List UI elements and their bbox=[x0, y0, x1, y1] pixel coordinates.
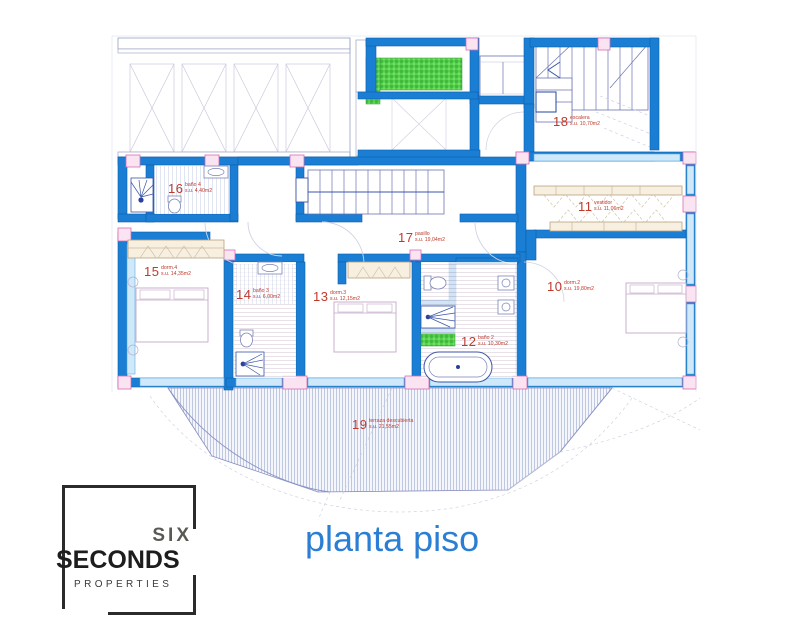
room-area-13: s.u. 12,15m2 bbox=[329, 295, 360, 302]
room-name-17: pasillo bbox=[414, 231, 430, 237]
room-number-19: 19 bbox=[352, 417, 368, 432]
room-area-12: s.u. 10,30m2 bbox=[477, 340, 508, 347]
room-number-16: 16 bbox=[168, 181, 184, 196]
room-name-12: baño 2 bbox=[477, 335, 494, 341]
room-name-16: baño 4 bbox=[184, 182, 201, 188]
room-number-12: 12 bbox=[461, 334, 477, 349]
room-area-16: s.u. 4,40m2 bbox=[184, 187, 213, 194]
room-area-18: s.u. 10,70m2 bbox=[569, 120, 600, 127]
room-area-14: s.u. 6,00m2 bbox=[252, 293, 281, 300]
room-name-13: dorm.3 bbox=[329, 290, 347, 296]
room-number-17: 17 bbox=[398, 230, 414, 245]
room-number-18: 18 bbox=[553, 114, 569, 129]
logo-frame-notch-bottom bbox=[60, 609, 108, 617]
room-number-15: 15 bbox=[144, 264, 160, 279]
company-logo: SIX SECONDS PROPERTIES bbox=[56, 485, 198, 617]
room-name-19: terraza descubierta bbox=[368, 418, 414, 424]
bathroom-4-fixtures bbox=[130, 165, 229, 214]
room-name-18: escalera bbox=[569, 115, 590, 121]
dimension-guides bbox=[111, 35, 697, 392]
room-area-10: s.u. 19,80m2 bbox=[563, 285, 594, 292]
logo-text-six: SIX bbox=[152, 525, 192, 546]
bathroom-2-fixtures bbox=[420, 262, 517, 383]
room-area-15: s.u. 14,35m2 bbox=[160, 270, 191, 277]
bedroom-4-furniture bbox=[127, 239, 225, 356]
lift-shaft bbox=[479, 55, 527, 101]
terrace-area bbox=[149, 387, 701, 521]
logo-frame-notch-right bbox=[190, 529, 198, 575]
room-area-11: s.u. 11,06m2 bbox=[594, 205, 624, 212]
bathroom-3-fixtures bbox=[234, 261, 296, 378]
room-name-10: dorm.2 bbox=[563, 280, 581, 286]
bedroom-2-furniture bbox=[625, 269, 689, 348]
room-name-11: vestidor bbox=[594, 200, 613, 206]
bedroom-3-furniture bbox=[333, 261, 411, 353]
logo-text-seconds: SECONDS bbox=[56, 546, 180, 574]
plan-title: planta piso bbox=[305, 518, 480, 559]
room-area-19: s.u. 21,55m2 bbox=[368, 423, 399, 430]
room-number-11: 11 bbox=[578, 199, 593, 214]
corridor-stair bbox=[204, 169, 518, 267]
dressing-room-fittings bbox=[523, 185, 683, 303]
room-number-10: 10 bbox=[547, 279, 563, 294]
room-area-17: s.u. 19,04m2 bbox=[414, 236, 445, 243]
main-staircase bbox=[485, 43, 661, 151]
roof-panels bbox=[117, 37, 351, 158]
room-name-14: baño 3 bbox=[252, 288, 269, 294]
room-number-14: 14 bbox=[236, 287, 252, 302]
logo-text-properties: PROPERTIES bbox=[74, 579, 173, 590]
room-number-13: 13 bbox=[313, 289, 329, 304]
room-name-15: dorm.4 bbox=[160, 265, 178, 271]
